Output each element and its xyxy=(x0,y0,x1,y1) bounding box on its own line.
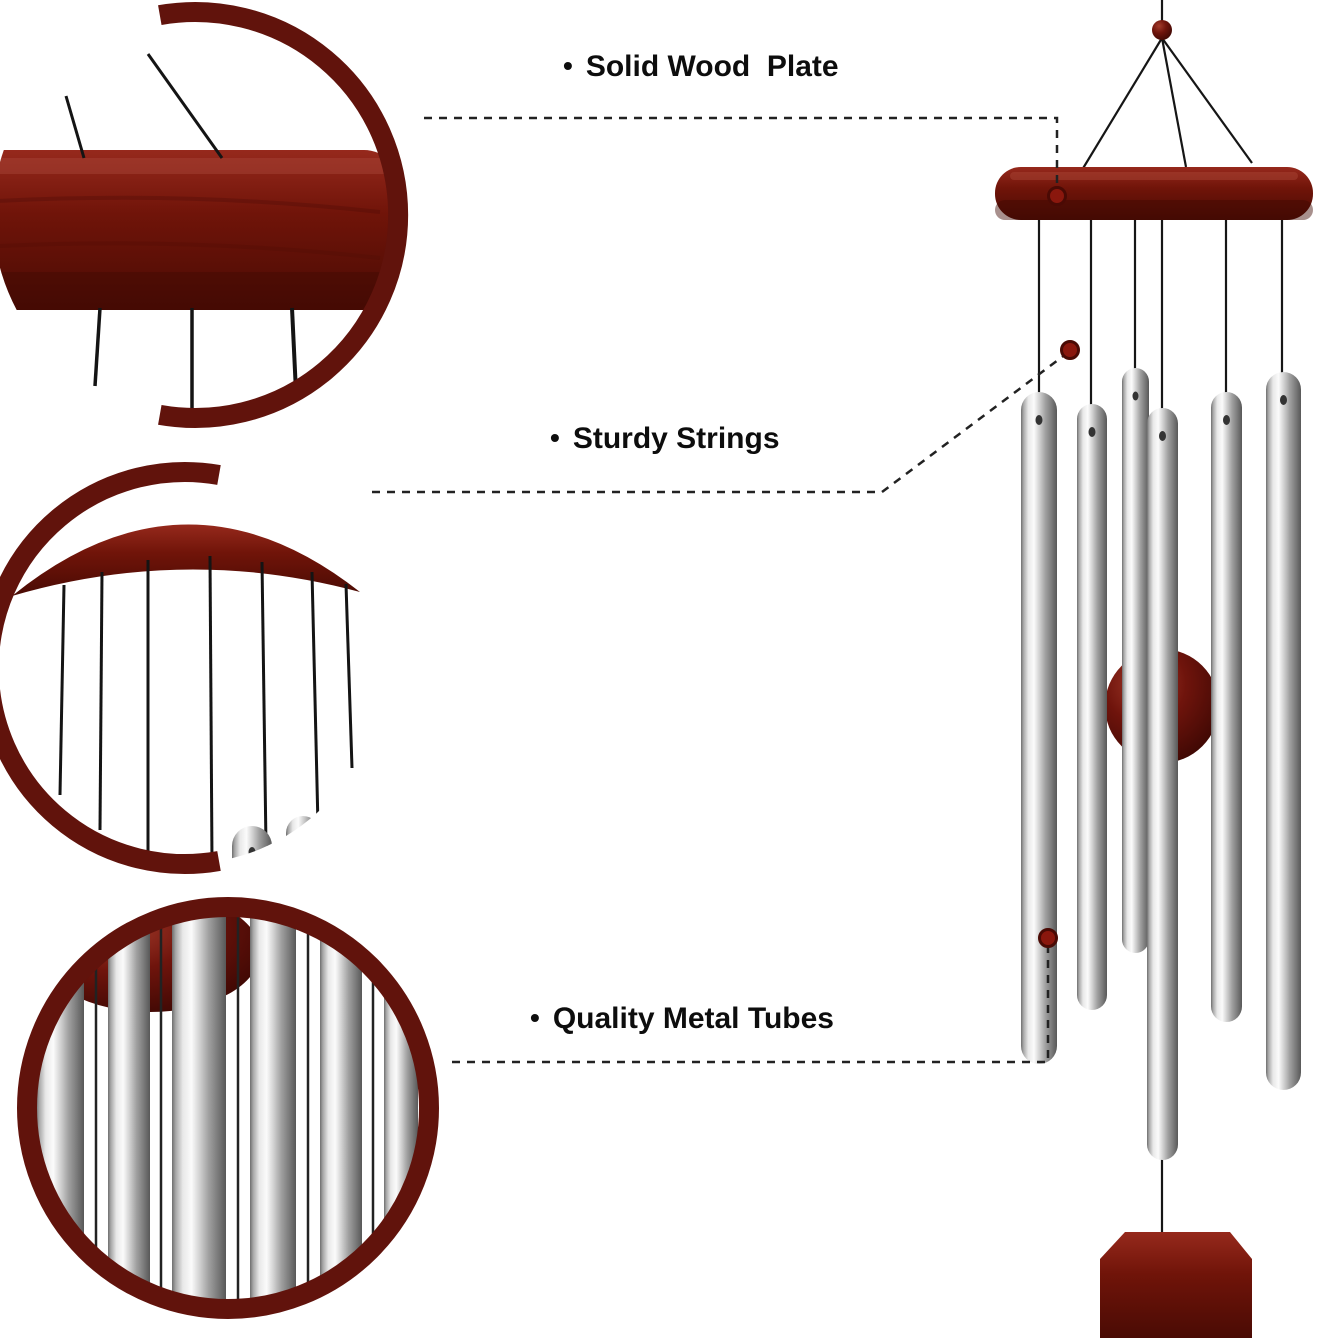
closeup-tube-top xyxy=(232,826,272,864)
metal-tube xyxy=(1266,372,1301,1090)
marker-wood-plate xyxy=(1047,186,1067,206)
top-bead xyxy=(1152,20,1172,40)
callout-sturdy-strings: • Sturdy Strings xyxy=(550,422,780,456)
metal-tubes xyxy=(1021,368,1301,1160)
tube-hole xyxy=(1280,395,1287,405)
callout-markers xyxy=(1038,186,1080,948)
closeup-tube-top xyxy=(286,816,320,864)
metal-tube xyxy=(1077,404,1107,1010)
closeup-strings xyxy=(58,555,354,863)
callout-label: Solid Wood Plate xyxy=(585,50,839,83)
callout-solid-wood-plate: • Solid Wood Plate xyxy=(563,50,839,84)
inset-ring xyxy=(0,462,221,874)
bullet-icon: • xyxy=(563,50,573,81)
inset-tubes-closeup xyxy=(17,897,439,1319)
tube-hole xyxy=(1159,431,1166,441)
callout-label: Sturdy Strings xyxy=(572,422,780,455)
inset-ring xyxy=(158,2,409,428)
connector-metal-tubes xyxy=(452,948,1050,1064)
metal-tube xyxy=(1021,392,1057,1064)
wind-sail xyxy=(1100,1232,1252,1338)
connector-wood-plate xyxy=(424,116,1059,188)
closeup-wood-plate xyxy=(0,150,397,310)
inset-wood-plate-closeup xyxy=(0,2,409,428)
callout-connectors xyxy=(372,116,1067,1064)
metal-tube xyxy=(1147,408,1178,1160)
bullet-icon: • xyxy=(530,1002,540,1033)
bullet-icon: • xyxy=(550,422,560,453)
wood-plate xyxy=(995,167,1313,220)
metal-tube xyxy=(1211,392,1242,1022)
tube-hole xyxy=(1223,415,1230,425)
tube-hole xyxy=(1132,391,1139,401)
inset-ring xyxy=(17,897,439,1319)
metal-tube xyxy=(1122,368,1149,953)
wind-chime-full xyxy=(995,0,1313,1338)
marker-metal-tubes xyxy=(1038,928,1058,948)
marker-strings xyxy=(1060,340,1080,360)
connector-strings xyxy=(372,353,1067,494)
callout-quality-metal-tubes: • Quality Metal Tubes xyxy=(530,1002,834,1036)
inset-strings-closeup xyxy=(0,462,381,874)
tube-hole xyxy=(1035,415,1043,425)
callout-label: Quality Metal Tubes xyxy=(552,1002,834,1035)
tube-hole xyxy=(1088,427,1096,437)
closeup-plate-underside xyxy=(12,524,360,596)
